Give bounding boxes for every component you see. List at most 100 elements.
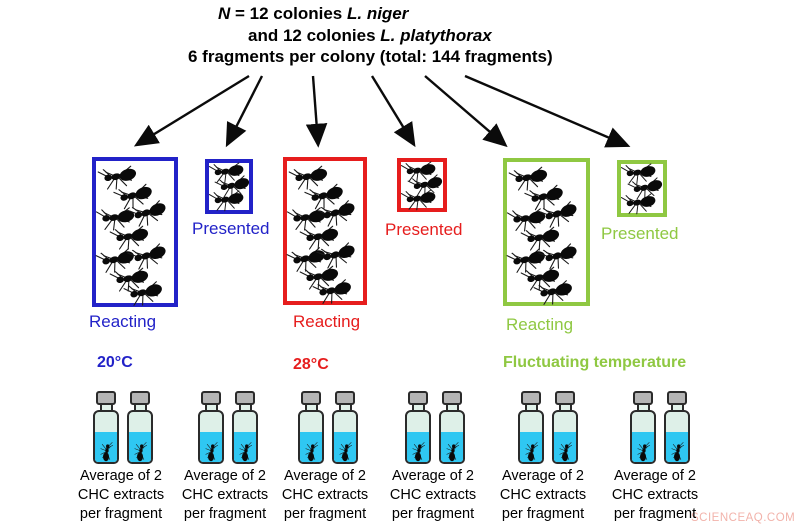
- reacting-box-20c: [92, 157, 178, 307]
- arrow-2: [225, 75, 264, 148]
- vial-body: [332, 410, 358, 464]
- vial-liquid: [554, 432, 576, 462]
- vial-neck: [338, 405, 352, 410]
- presented-box-fluct: [617, 160, 667, 217]
- vial-liquid: [300, 432, 322, 462]
- vial-cap: [301, 391, 321, 405]
- vial-pair-6: [630, 391, 690, 464]
- vial-cap: [96, 391, 116, 405]
- vial: [332, 391, 358, 464]
- vial-body: [298, 410, 324, 464]
- vial-cap: [555, 391, 575, 405]
- vial-body: [552, 410, 578, 464]
- vial-pair-3: [298, 391, 358, 464]
- vial-liquid: [441, 432, 463, 462]
- vial: [232, 391, 258, 464]
- vial-cap: [235, 391, 255, 405]
- arrow-4: [370, 75, 416, 148]
- reacting-box-fluct: [503, 158, 590, 306]
- vial-cap: [408, 391, 428, 405]
- vial: [439, 391, 465, 464]
- vial-cap: [442, 391, 462, 405]
- vial-body: [518, 410, 544, 464]
- title-line-1: N = 12 colonies L. niger: [218, 4, 409, 23]
- ant-icon: [239, 441, 252, 462]
- ant-icon: [559, 441, 572, 462]
- vial-body: [127, 410, 153, 464]
- ant-icon: [207, 185, 247, 216]
- vial-cap: [201, 391, 221, 405]
- vial: [630, 391, 656, 464]
- vial-liquid: [234, 432, 256, 462]
- arrow-5: [424, 75, 508, 148]
- vial: [198, 391, 224, 464]
- ant-icon: [412, 441, 425, 462]
- title-line-2: and 12 colonies L. platythorax: [248, 25, 492, 45]
- vial: [93, 391, 119, 464]
- vial: [298, 391, 324, 464]
- temp-label-fluct: Fluctuating temperature: [503, 354, 687, 371]
- vial-cap: [130, 391, 150, 405]
- vial-neck: [445, 405, 459, 410]
- ant-icon: [399, 184, 439, 215]
- vial-body: [93, 410, 119, 464]
- vial-neck: [558, 405, 572, 410]
- vial-neck: [411, 405, 425, 410]
- figure-title: N = 12 colonies L. niger and 12 colonies…: [188, 3, 633, 68]
- ant-icon: [637, 441, 650, 462]
- vial-body: [439, 410, 465, 464]
- vial-cap: [667, 391, 687, 405]
- ant-icon: [619, 188, 659, 219]
- vial-liquid: [200, 432, 222, 462]
- vial-neck: [304, 405, 318, 410]
- vial-liquid: [129, 432, 151, 462]
- ant-icon: [446, 441, 459, 462]
- vial-liquid: [95, 432, 117, 462]
- vial-neck: [238, 405, 252, 410]
- vial-liquid: [666, 432, 688, 462]
- temp-label-28c: 28°C: [293, 356, 329, 373]
- ant-icon: [339, 441, 352, 462]
- title-line-3: 6 fragments per colony (total: 144 fragm…: [188, 47, 553, 66]
- vial-neck: [99, 405, 113, 410]
- presented-box-28c: [397, 158, 447, 212]
- ant-icon: [205, 441, 218, 462]
- vial-liquid: [334, 432, 356, 462]
- ant-icon: [671, 441, 684, 462]
- vial-body: [405, 410, 431, 464]
- vial-pair-1: [93, 391, 153, 464]
- reacting-label-20c: Reacting: [89, 312, 157, 331]
- temp-label-20c: 20°C: [97, 354, 133, 371]
- vial-body: [630, 410, 656, 464]
- vial-cap: [335, 391, 355, 405]
- vial-neck: [670, 405, 684, 410]
- vial-neck: [524, 405, 538, 410]
- vial-liquid: [632, 432, 654, 462]
- vial-liquid: [407, 432, 429, 462]
- vial-body: [198, 410, 224, 464]
- vial-cap: [521, 391, 541, 405]
- vial-pair-5: [518, 391, 578, 464]
- vial-pair-2: [198, 391, 258, 464]
- vial: [518, 391, 544, 464]
- vial: [664, 391, 690, 464]
- ant-icon: [525, 441, 538, 462]
- vial-pair-4: [405, 391, 465, 464]
- vial-neck: [204, 405, 218, 410]
- reacting-label-28c: Reacting: [293, 312, 361, 331]
- vial: [127, 391, 153, 464]
- presented-label-28c: Presented: [385, 220, 463, 239]
- presented-label-fluct: Presented: [601, 224, 679, 243]
- vial-body: [232, 410, 258, 464]
- arrow-3: [305, 75, 328, 148]
- reacting-label-fluct: Reacting: [506, 315, 574, 334]
- presented-box-20c: [205, 159, 253, 214]
- arrow-1: [133, 74, 250, 147]
- vial: [405, 391, 431, 464]
